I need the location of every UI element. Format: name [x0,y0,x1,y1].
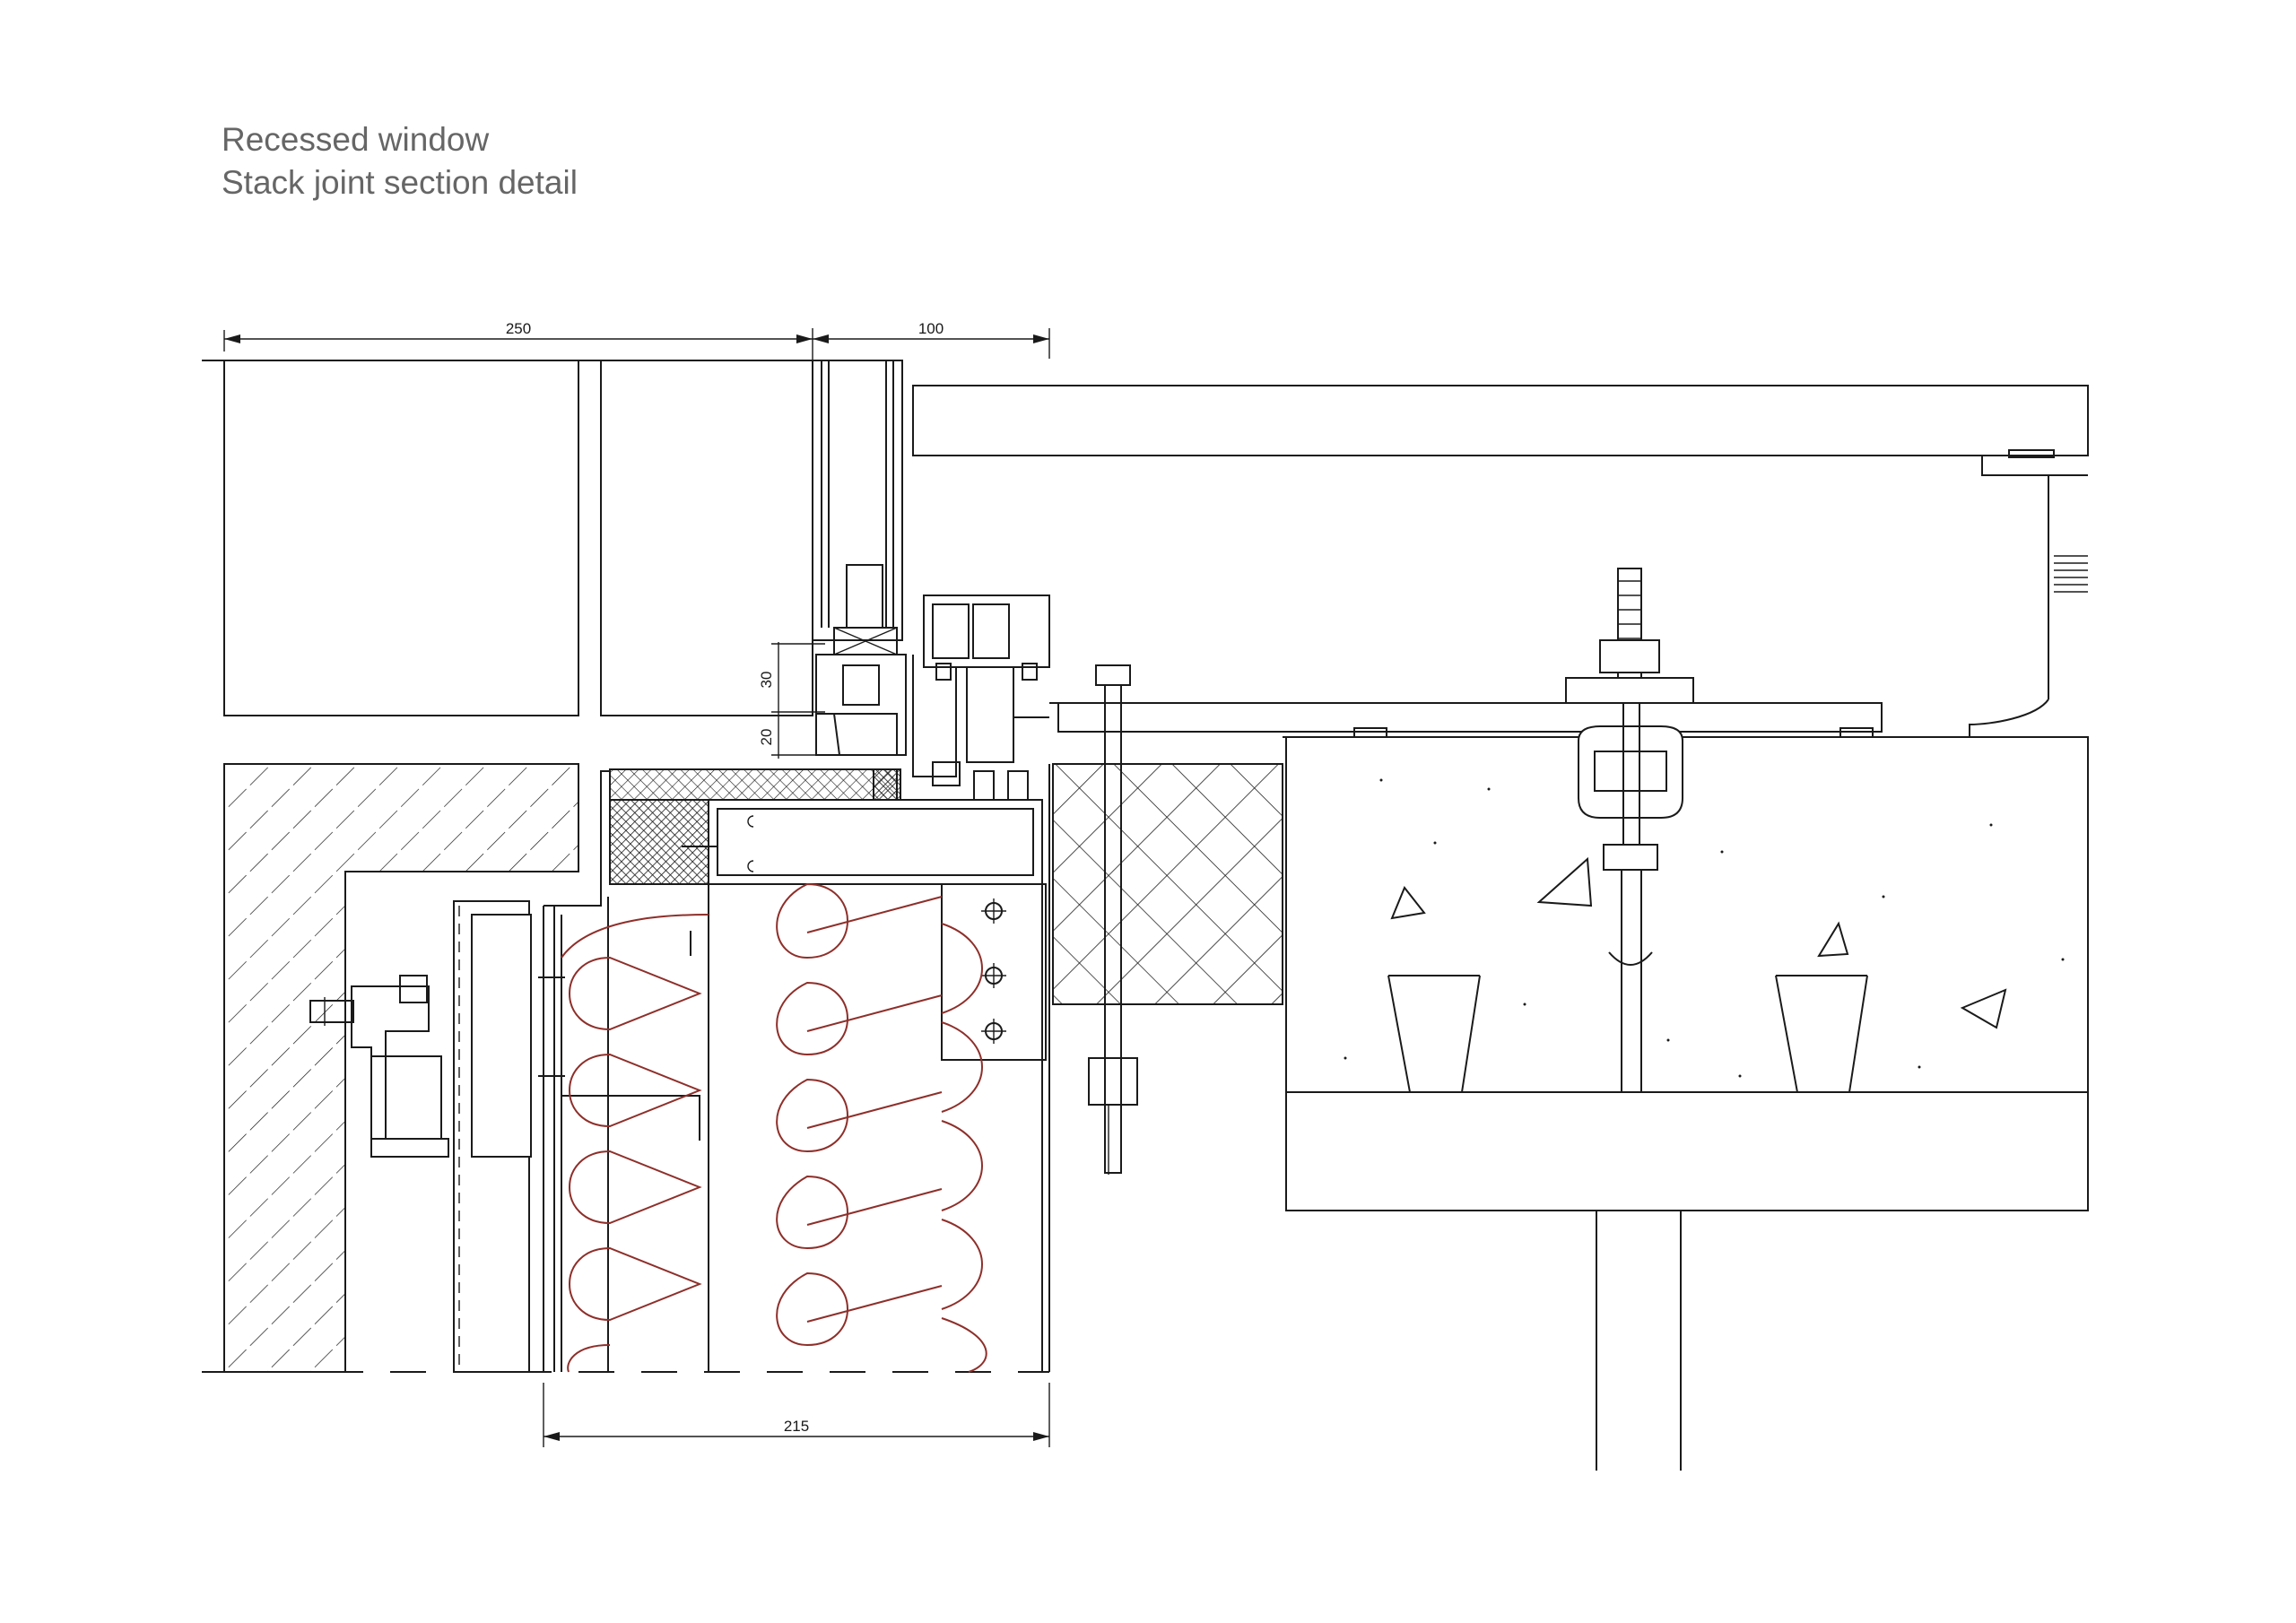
window-frame [815,595,1050,801]
cladding-rail [309,900,532,1373]
title-line-2: Stack joint section detail [222,164,578,201]
slab-upper [912,385,2089,737]
bracket [941,883,1047,1061]
subframe-box [682,799,1043,885]
fire-barrier [1052,763,1283,1005]
dim-label-30: 30 [758,672,775,689]
fixing-bolt-1 [981,898,1006,924]
edge-plate [1049,702,2088,738]
dim-label-250: 250 [506,320,531,337]
dimension-bottom: 215 [543,1383,1050,1447]
backing-wall [538,764,1050,1372]
dimension-vertical: 30 20 [758,642,825,759]
cast-in-channel [1565,568,1694,1093]
fixing-bolt-2 [981,963,1006,988]
mineral-wool-insulation [561,882,987,1373]
insulation-strip [609,768,901,885]
anchor-rod [1088,664,1138,1175]
lower-beam [1285,1091,2089,1471]
dim-label-215: 215 [784,1418,809,1435]
title-line-1: Recessed window [222,121,490,158]
dim-label-20: 20 [758,729,775,746]
fixing-bolt-3 [981,1019,1006,1044]
upper-wall-panels [223,360,813,716]
dimension-top: 250 100 [223,320,1050,368]
title-block: Recessed window Stack joint section deta… [222,118,578,204]
cladding-stone [223,763,579,1373]
glazing-unit [812,360,903,655]
dim-label-100: 100 [918,320,944,337]
concrete-slab [1285,736,2089,1093]
